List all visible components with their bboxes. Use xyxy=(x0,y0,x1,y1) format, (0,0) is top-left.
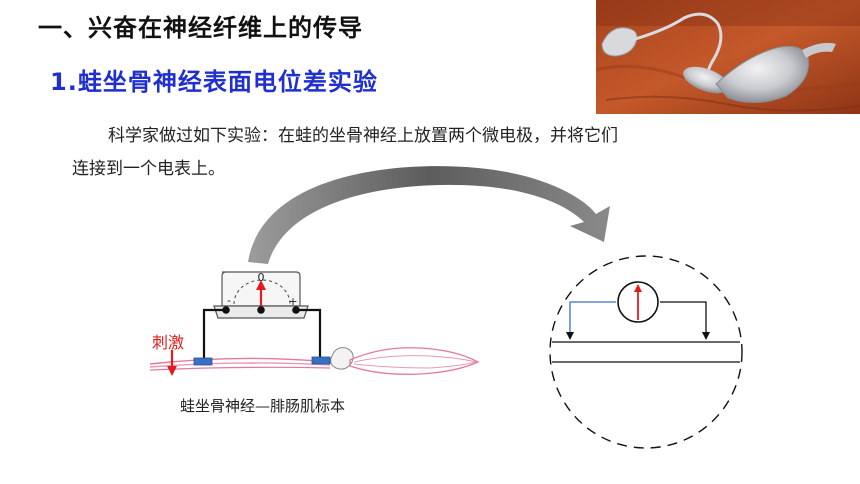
electrode-right xyxy=(311,356,331,365)
muscle-tissue xyxy=(715,45,810,103)
meter-plus-label: + xyxy=(288,295,297,308)
bone-fragment xyxy=(601,27,638,57)
magnified-circle xyxy=(549,255,743,449)
slide-title: 一、兴奋在神经纤维上的传导 xyxy=(38,14,363,42)
wire-black xyxy=(660,301,707,336)
electrode-left xyxy=(193,357,213,366)
terminal-center xyxy=(257,306,265,314)
meter-minus-label: - xyxy=(227,294,231,307)
magnify-curved-arrow xyxy=(248,166,610,264)
stimulus-label: 刺激 xyxy=(152,333,185,352)
wire-blue xyxy=(569,301,616,336)
meter-zero-label: 0 xyxy=(258,271,265,284)
gastrocnemius-muscle xyxy=(349,347,480,375)
diagram-caption: 蛙坐骨神经—腓肠肌标本 xyxy=(180,397,346,415)
section-subtitle: 1.蛙坐骨神经表面电位差实验 xyxy=(50,68,378,96)
galvanometer: 0 - + xyxy=(213,271,309,319)
wire-left xyxy=(202,308,226,360)
paragraph-line-1: 科学家做过如下实验：在蛙的坐骨神经上放置两个微电极，并将它们 xyxy=(108,126,618,146)
wire-right xyxy=(296,308,322,360)
knee-bone xyxy=(330,347,354,370)
paragraph-line-2: 连接到一个电表上。 xyxy=(72,159,225,179)
specimen-photo xyxy=(596,0,860,114)
magnified-view xyxy=(549,255,743,449)
description-paragraph: 科学家做过如下实验：在蛙的坐骨神经上放置两个微电极，并将它们 连接到一个电表上。 xyxy=(72,120,792,186)
experiment-diagram: 0 - + xyxy=(149,166,743,449)
